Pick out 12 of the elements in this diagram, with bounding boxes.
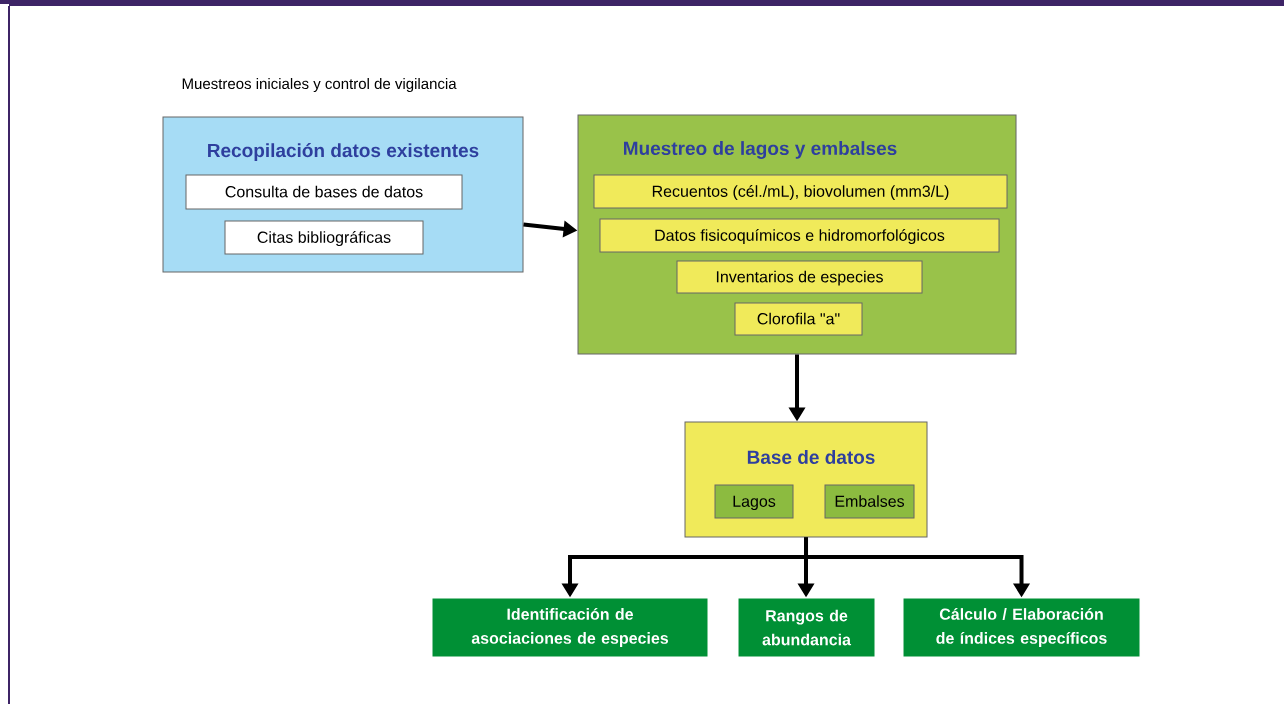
process-box: Cálculo / Elaboración de índices específicos [902,597,1141,658]
process-box: Inventarios de especies [676,260,923,294]
process-box: Rangos de abundancia [737,597,876,658]
process-box: Recuentos (cél./mL), biovolumen (mm3/L) [593,174,1008,209]
process-box: Datos fisicoquímicos e hidromorfológicos [599,218,1000,253]
process-box: Clorofila "a" [734,302,863,336]
process-box: Consulta de bases de datos [185,174,463,210]
process-box: Citas bibliográficas [224,220,424,255]
process-box: Identificación de asociaciones de especies [431,597,709,658]
process-box: Embalses [824,484,915,519]
title: Muestreos iniciales y control de vigilancia [182,78,457,92]
process-box: Lagos [714,484,794,519]
